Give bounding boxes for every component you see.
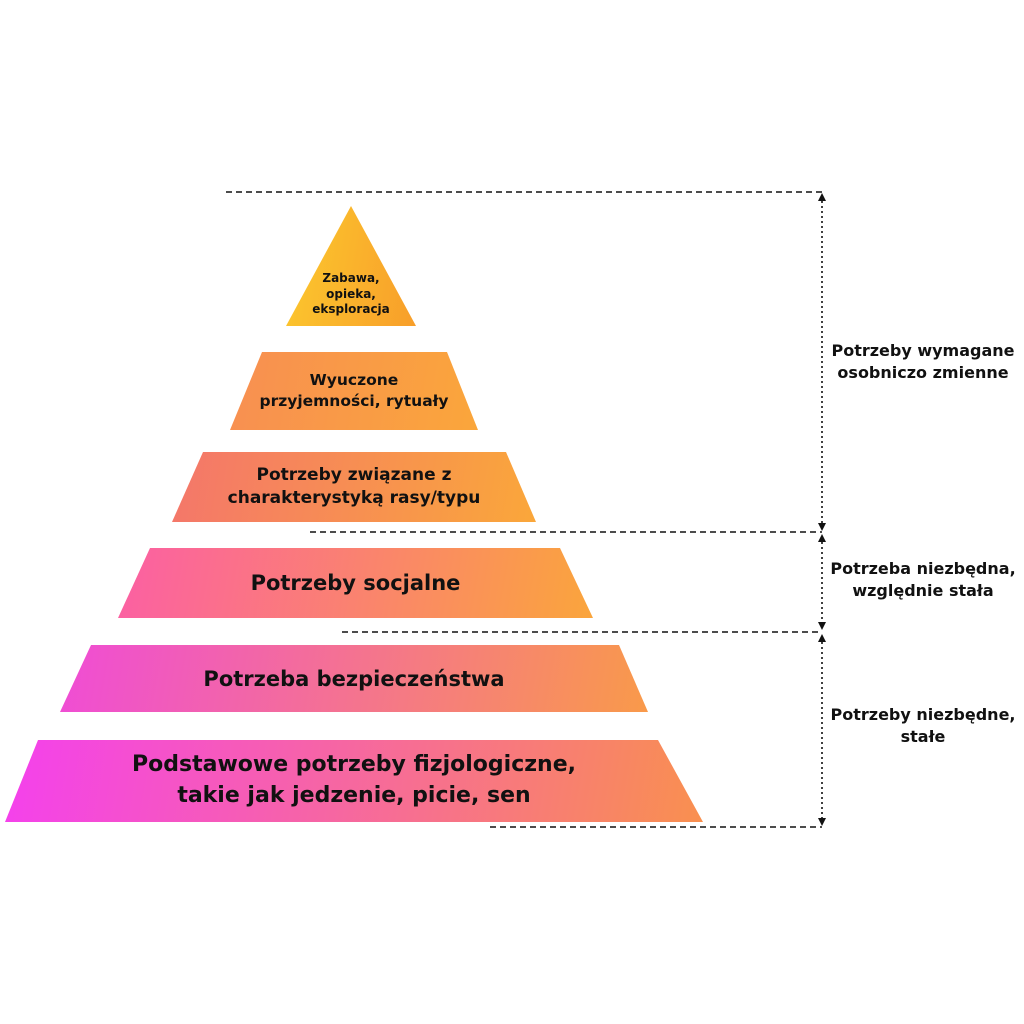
- pyramid-level-social-needs: Potrzeby socjalne: [118, 548, 593, 618]
- arrow-up-icon: [818, 193, 826, 201]
- level-label: Podstawowe potrzeby fizjologiczne, takie…: [132, 752, 576, 808]
- level-label: Potrzeba bezpieczeństwa: [203, 666, 505, 691]
- arrow-down-icon: [818, 523, 826, 531]
- annotation-stable-needs: Potrzeby niezbędne, stałe: [830, 705, 1016, 747]
- level-label: Wyuczone przyjemności, rytuały: [259, 371, 449, 410]
- level-label: Potrzeby związane z charakterystyką rasy…: [227, 465, 481, 508]
- level-label: Potrzeby socjalne: [250, 571, 461, 595]
- arrow-down-icon: [818, 622, 826, 630]
- annotation-variable-needs: Potrzeby wymagane osobniczo zmienne: [831, 341, 1015, 383]
- pyramid-level-play-care-exploration: Zabawa, opieka, eksploracja: [286, 206, 416, 326]
- arrow-up-icon: [818, 534, 826, 542]
- pyramid-level-safety-need: Potrzeba bezpieczeństwa: [60, 645, 648, 712]
- pyramid-level-learned-pleasures: Wyuczone przyjemności, rytuały: [230, 352, 478, 430]
- pyramid-level-breed-type-needs: Potrzeby związane z charakterystyką rasy…: [172, 452, 536, 522]
- pyramid-level-physiological-needs: Podstawowe potrzeby fizjologiczne, takie…: [5, 740, 703, 822]
- arrow-up-icon: [818, 634, 826, 642]
- level-label: Zabawa, opieka, eksploracja: [312, 271, 390, 317]
- annotation-relatively-stable-need: Potrzeba niezbędna, względnie stała: [830, 559, 1016, 601]
- arrow-down-icon: [818, 818, 826, 826]
